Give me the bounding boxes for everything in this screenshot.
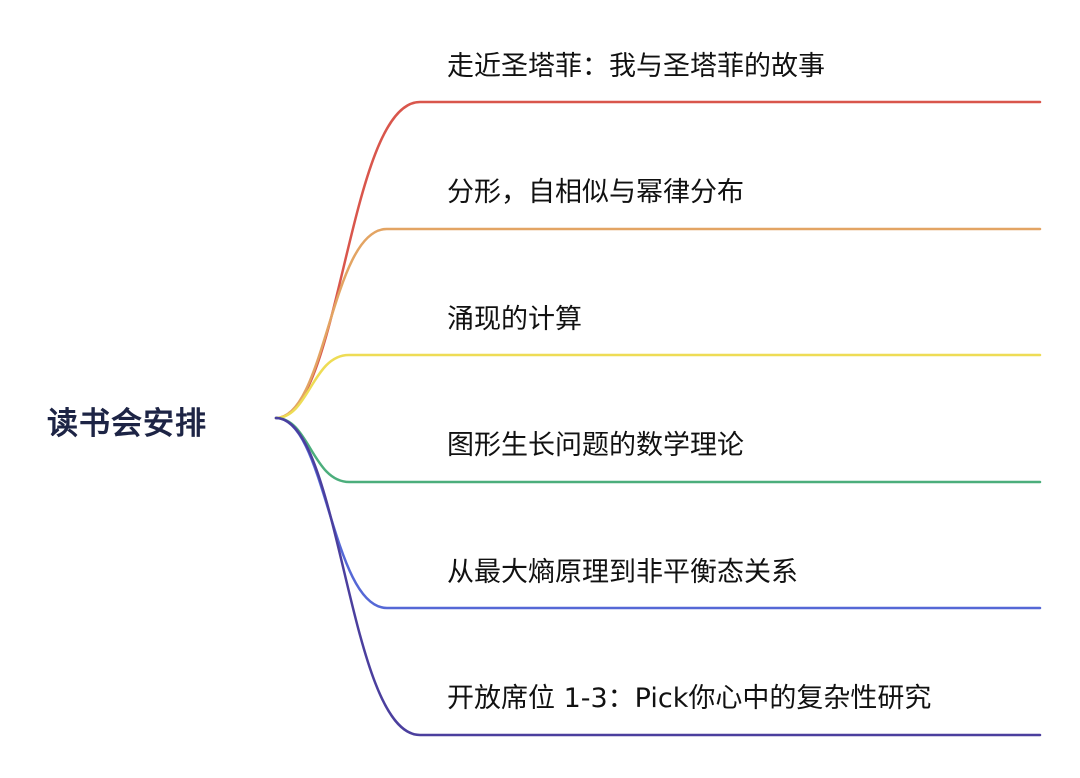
branch-node-1[interactable]: 走近圣塔菲：我与圣塔菲的故事 [447,51,825,82]
connector-line-6 [274,416,1042,737]
branch-node-4[interactable]: 图形生长问题的数学理论 [447,430,744,461]
connector-line-3 [274,353,1042,420]
connector-line-1 [274,100,1042,420]
connector-line-2 [274,227,1042,420]
branch-node-6[interactable]: 开放席位 1-3：Pick你心中的复杂性研究 [447,683,932,714]
root-node[interactable]: 读书会安排 [47,406,207,442]
branch-node-3[interactable]: 涌现的计算 [447,304,582,335]
branch-node-2[interactable]: 分形，自相似与幂律分布 [447,177,744,208]
branch-node-5[interactable]: 从最大熵原理到非平衡态关系 [447,557,798,588]
